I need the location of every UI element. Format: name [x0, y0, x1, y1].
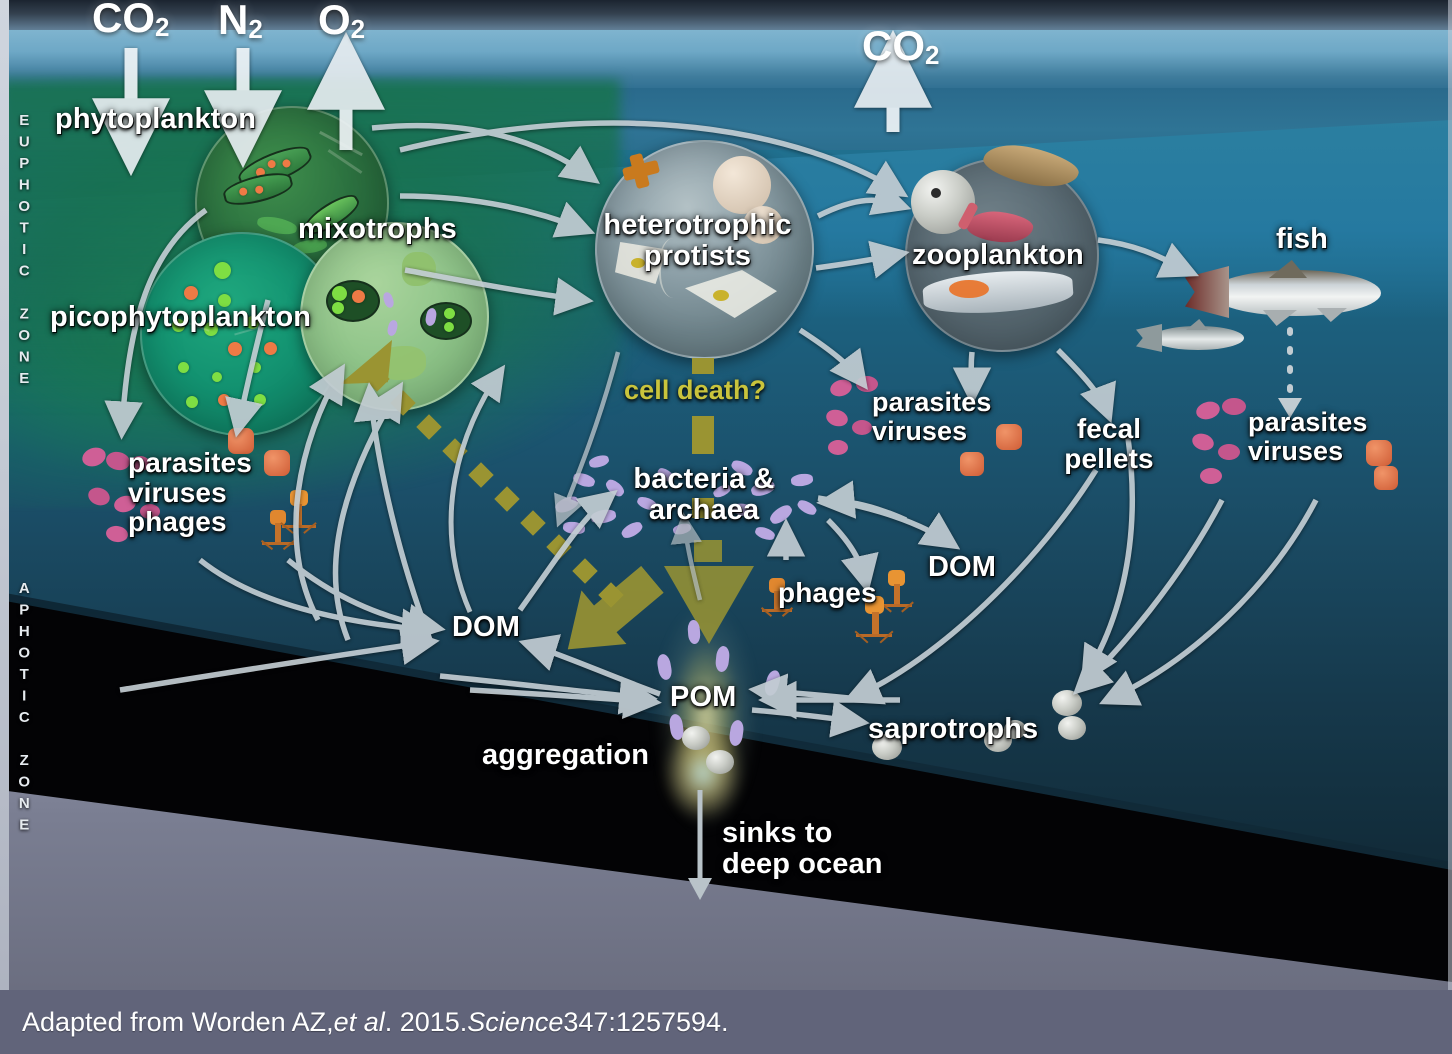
zooplankton-label: zooplankton [912, 239, 1084, 271]
phage-left-1 [258, 510, 298, 558]
virus-cluster-right [1190, 396, 1300, 506]
orange-virus-right-2 [1374, 466, 1398, 490]
aphotic-zone-label: APHOTIC ZONE [15, 580, 33, 838]
co2-intake-label: CO2 [92, 0, 170, 42]
dom-right-label: DOM [928, 551, 996, 583]
fecal-pellets-label: fecal pellets [1064, 413, 1154, 474]
sinks-to-deep-ocean-label: sinks to deep ocean [722, 817, 883, 880]
caption-prefix: Adapted from Worden AZ, [22, 1006, 334, 1037]
caption-mid: . 2015. [384, 1006, 468, 1037]
ocean-scene: CO2 N2 O2 CO2 EUPHOTIC ZONE APHOTIC ZONE… [0, 0, 1452, 990]
dashed-olive-flux-arrow [330, 340, 630, 620]
o2-output-label: O2 [318, 0, 366, 44]
orange-virus-left-2 [264, 450, 290, 476]
parasites-viruses-right-label: parasites viruses [1248, 407, 1368, 466]
caption-et-al: et al [333, 1006, 385, 1037]
picophytoplankton-label: picophytoplankton [50, 301, 312, 333]
phages-label: phages [778, 577, 877, 608]
saprotrophs-label: saprotrophs [868, 713, 1039, 745]
fish-label: fish [1276, 223, 1328, 255]
zooplankton-disc [905, 137, 1099, 352]
dom-left-label: DOM [452, 611, 520, 643]
source-caption: Adapted from Worden AZ, et al. 2015. Sci… [0, 990, 1452, 1054]
fish-small [1136, 318, 1254, 356]
mixotrophs-label: mixotrophs [298, 213, 457, 245]
parasites-viruses-mid-label: parasites viruses [872, 387, 992, 446]
orange-virus-mid-1 [996, 424, 1022, 450]
orange-virus-right-1 [1366, 440, 1392, 466]
sinking-funnel-stub [694, 540, 722, 562]
bacteria-archaea-label: bacteria & archaea [633, 463, 775, 526]
cell-death-label: cell death? [624, 375, 767, 405]
heterotrophic-protists-label: heterotrophic protists [603, 209, 792, 272]
virus-cluster-left [78, 438, 208, 568]
saprotroph-spores [872, 690, 1086, 770]
euphotic-zone-label: EUPHOTIC ZONE [15, 112, 33, 392]
pom-label: POM [670, 681, 737, 713]
caption-journal: Science [467, 1006, 564, 1037]
left-border-strip [0, 0, 9, 990]
sky-band [0, 0, 1452, 34]
orange-virus-mid-2 [960, 452, 984, 476]
caption-suffix: 347:1257594. [563, 1006, 729, 1037]
right-border-strip [1448, 0, 1452, 990]
parasites-viruses-phages-left-label: parasites viruses phages [128, 447, 252, 538]
phage-mid-1 [758, 578, 796, 624]
n2-intake-label: N2 [218, 0, 263, 44]
aggregation-label: aggregation [482, 739, 650, 771]
co2-output-label: CO2 [862, 22, 940, 70]
pom-spores [668, 712, 756, 782]
phytoplankton-label: phytoplankton [55, 103, 257, 135]
phage-left-2 [278, 490, 318, 538]
pom-bacteria-sprites [640, 619, 820, 730]
